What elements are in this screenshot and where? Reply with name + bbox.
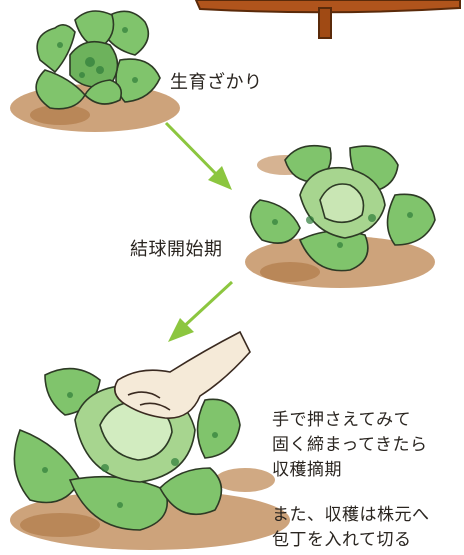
- signboard: [194, 0, 461, 39]
- harvest-note-line: 手で押さえてみて: [272, 410, 412, 430]
- cut-note-line: また、収穫は株元へ: [272, 505, 430, 525]
- hand-icon: [114, 330, 251, 419]
- cabbage-heading: [245, 144, 436, 288]
- arrow-down-left-icon: [168, 280, 234, 342]
- harvest-note-line: 収穫摘期: [272, 460, 342, 480]
- cabbage-harvest: [10, 330, 290, 550]
- arrow-down-right-icon: [164, 121, 232, 190]
- stage-label-growing: 生育ざかり: [170, 72, 263, 93]
- harvest-note: 手で押さえてみて 固く締まってきたら 収穫摘期: [272, 408, 458, 483]
- cabbage-growing: [10, 10, 180, 132]
- cut-note-line: 包丁を入れて切る: [272, 530, 412, 550]
- cut-note: また、収穫は株元へ 包丁を入れて切る: [272, 503, 458, 553]
- stage-label-heading: 結球開始期: [130, 239, 223, 260]
- harvest-note-line: 固く締まってきたら: [272, 435, 428, 455]
